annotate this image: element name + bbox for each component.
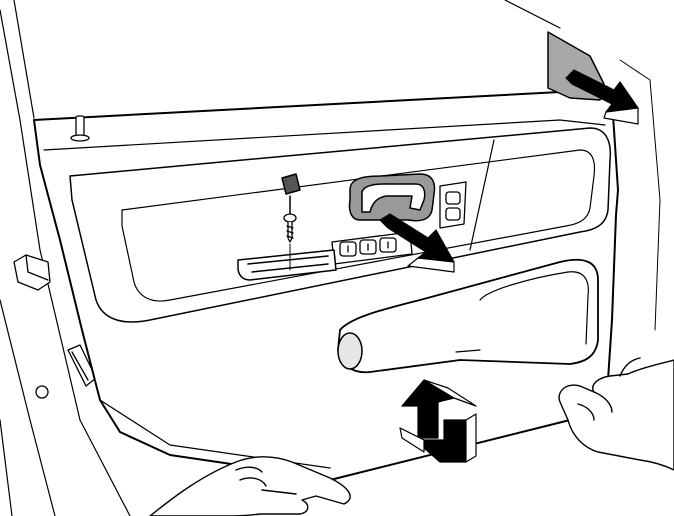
- door-pull-handle: [337, 258, 599, 374]
- screw-cap-icon: [281, 173, 301, 195]
- pull-arrow-handle-icon: [379, 213, 455, 273]
- door-frame-lower-edge: [0, 299, 56, 516]
- door-frame-inner-edge: [13, 0, 35, 119]
- armrest-molding: [69, 127, 612, 323]
- frame-bolt-hole: [35, 385, 49, 399]
- door-handle: [361, 183, 426, 213]
- armrest-split-line: [469, 139, 495, 251]
- hand-right-icon: [558, 357, 674, 471]
- window-frame-edge: [504, 0, 561, 29]
- window-frame-side: [619, 59, 661, 331]
- panel-clip-peg: [70, 115, 90, 142]
- door-handle-recess: [348, 173, 436, 222]
- door-frame-edge: [0, 9, 131, 516]
- hand-left-icon: [149, 456, 351, 516]
- door-hinge-clip: [13, 254, 51, 291]
- window-switch-panel: [331, 231, 413, 265]
- screw-icon: [283, 213, 297, 243]
- lift-arrow-icon: [399, 379, 477, 463]
- pull-arrow-icon: [565, 69, 639, 125]
- trim-panel-top-bevel: [43, 119, 606, 151]
- window-switch-left: [439, 181, 467, 229]
- door-trim-panel: [33, 91, 619, 481]
- armrest-inner-line: [121, 149, 596, 302]
- door-pull-end-cap: [337, 332, 363, 370]
- door-frame-sill: [0, 419, 13, 516]
